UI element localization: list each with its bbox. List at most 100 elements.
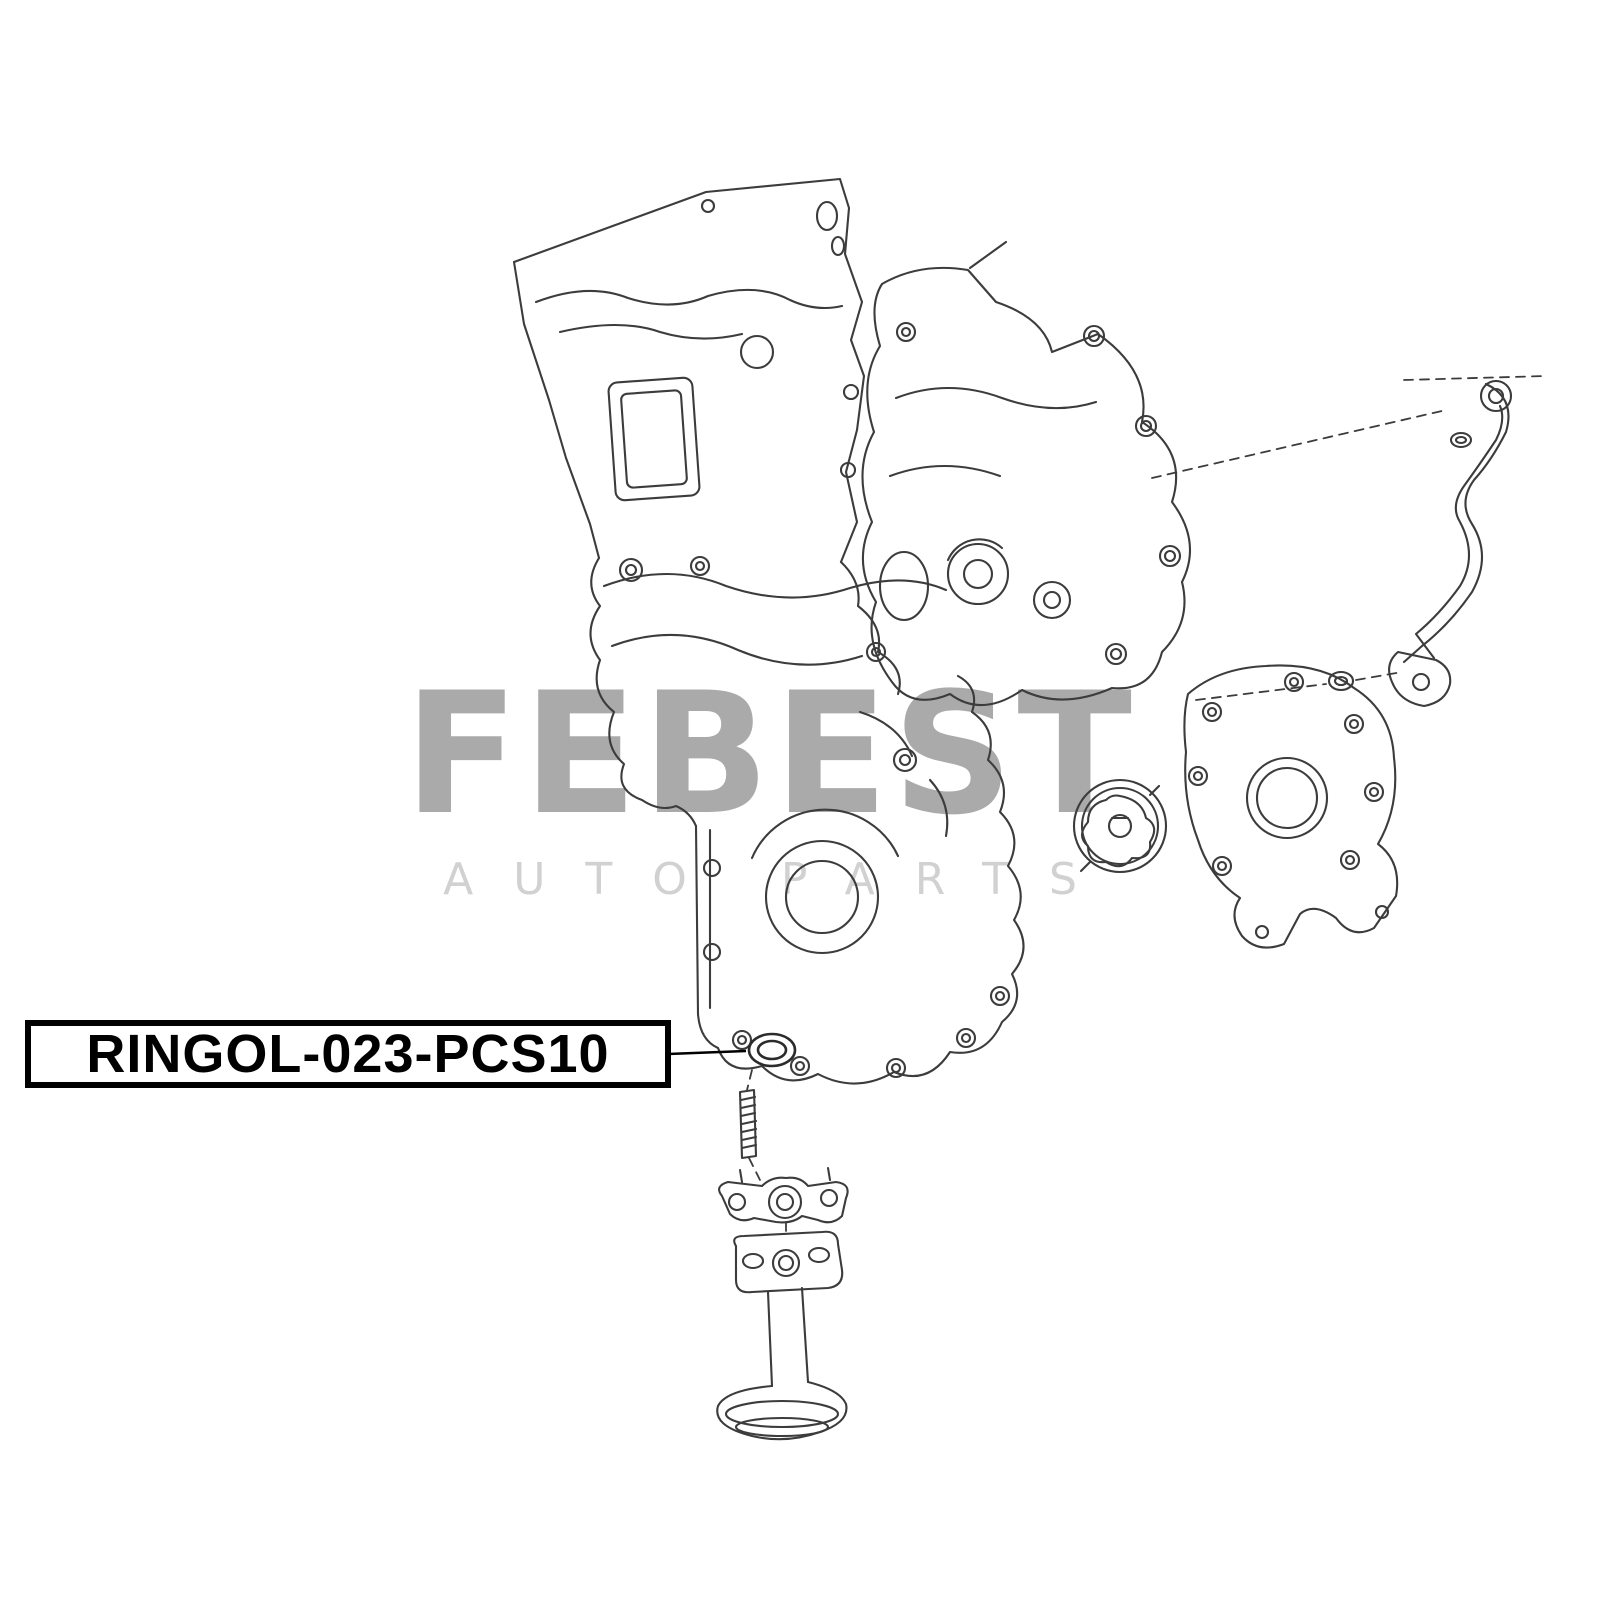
bolt-hole xyxy=(789,1055,811,1077)
pump-cover-center-inner xyxy=(1255,766,1319,830)
stud-centerline-bottom xyxy=(748,1157,761,1181)
oil-pump-rotor xyxy=(1072,778,1168,874)
bolt-hole xyxy=(1187,765,1209,787)
bolt-hole xyxy=(1368,786,1380,798)
pipe-o-ring xyxy=(1449,431,1473,449)
rotor-lobes xyxy=(1080,794,1156,868)
bolt-hole xyxy=(898,753,912,767)
timing-chain-cover-upper xyxy=(512,177,866,564)
bolt-hole xyxy=(1158,544,1182,568)
oil-pickup-pipe xyxy=(1151,375,1547,708)
rotor-hatch xyxy=(1079,860,1092,873)
housing-port xyxy=(1042,590,1062,610)
flange-center-inner xyxy=(775,1192,795,1212)
bolt-hole xyxy=(960,1032,972,1044)
part-number-box xyxy=(25,1020,671,1088)
cover-ear xyxy=(815,200,839,232)
timing-chain-cover-mid xyxy=(589,555,948,828)
pipe-inner-wall xyxy=(1414,404,1504,660)
cover-inner-wave-1 xyxy=(534,288,844,310)
bolt-hole xyxy=(1192,770,1204,782)
bell-rim-outer xyxy=(724,1399,840,1429)
rotor-center-hole xyxy=(1107,813,1133,839)
leader-dash-3 xyxy=(1355,671,1403,681)
housing-port xyxy=(1032,580,1072,620)
stud-threads xyxy=(739,1095,758,1150)
housing-wave-2 xyxy=(888,465,1002,478)
housing-boss-outer xyxy=(946,542,1010,606)
tab-hole xyxy=(1374,904,1390,920)
tab-hole xyxy=(1254,924,1270,940)
pump-cover-outline xyxy=(1183,664,1399,949)
bolt-hole xyxy=(618,557,644,583)
pipe-foot-flange xyxy=(1388,650,1452,708)
bolt-hole xyxy=(1216,860,1228,872)
bolt-hole xyxy=(1082,324,1106,348)
flange-hole xyxy=(819,1188,839,1208)
pipe-o-ring-inner xyxy=(1454,435,1468,445)
part-callout: RINGOL-023-PCS10 xyxy=(25,1020,797,1088)
cover-top-outline xyxy=(512,177,866,564)
housing-wave-1 xyxy=(894,387,1098,410)
slot-hole xyxy=(807,1246,831,1264)
bolt-hole xyxy=(885,1057,907,1079)
cover-inner-wave-2 xyxy=(558,324,744,340)
bolt-hole xyxy=(702,942,722,962)
mid-wave-1 xyxy=(602,572,948,599)
bolt-hole xyxy=(900,326,912,338)
bolt-hole xyxy=(1201,701,1223,723)
bolt-hole xyxy=(694,560,706,572)
febest-watermark: FEBEST AUTO PARTS xyxy=(404,656,1132,905)
bolt-hole xyxy=(1139,419,1153,433)
flange-center-outer xyxy=(767,1184,803,1220)
bolt-hole xyxy=(736,1034,748,1046)
stud-centerline-top xyxy=(746,1069,753,1091)
housing-boss-arc xyxy=(946,538,1004,562)
bolt-hole xyxy=(794,1060,806,1072)
leader-dash-1 xyxy=(1151,409,1447,479)
housing-outline xyxy=(861,266,1192,707)
bolt-hole xyxy=(1104,642,1128,666)
gasket-outer xyxy=(1327,670,1355,692)
bolt-hole xyxy=(1339,849,1361,871)
housing-arm xyxy=(968,240,1008,270)
bolt-hole xyxy=(731,1029,753,1051)
bolt-hole xyxy=(1206,706,1218,718)
bolt-hole xyxy=(1348,718,1360,730)
bolt-hole xyxy=(1283,671,1305,693)
construction-line xyxy=(1403,375,1547,381)
bolt-hole xyxy=(624,563,638,577)
housing-oval-port xyxy=(878,550,930,622)
rotor-ring xyxy=(1080,786,1160,866)
strainer-tube-right xyxy=(800,1286,810,1384)
bolt-hole xyxy=(689,555,711,577)
lower-outline xyxy=(694,674,1025,1085)
oil-pump-housing xyxy=(861,240,1192,707)
pipe-flange-outer xyxy=(1479,379,1513,413)
mid-wave-2 xyxy=(610,633,864,666)
bolt-hole xyxy=(1288,676,1300,688)
leader-dash-2 xyxy=(1195,683,1327,701)
strainer-top-flange xyxy=(718,1176,849,1224)
bolt-hole xyxy=(870,646,882,658)
bolt-hole xyxy=(994,990,1006,1002)
bolt-hole xyxy=(1211,855,1233,877)
bolt-hole xyxy=(892,747,918,773)
bolt-hole xyxy=(842,383,860,401)
bolt-hole xyxy=(1344,854,1356,866)
stud-body xyxy=(738,1088,758,1160)
bolt-hole xyxy=(702,858,722,878)
bolt-hole xyxy=(1134,414,1158,438)
callout-leader-line xyxy=(667,1049,747,1056)
strainer-bell xyxy=(716,1380,848,1441)
flange-hole xyxy=(727,1192,747,1212)
cover-port xyxy=(739,334,775,370)
bolt-hole xyxy=(865,641,887,663)
stud-bolt xyxy=(738,1069,761,1181)
pipe-foot-hole xyxy=(1411,672,1431,692)
flange-tab xyxy=(826,1166,832,1182)
bolt-hole xyxy=(1363,781,1385,803)
gasket-inner xyxy=(1333,675,1349,687)
